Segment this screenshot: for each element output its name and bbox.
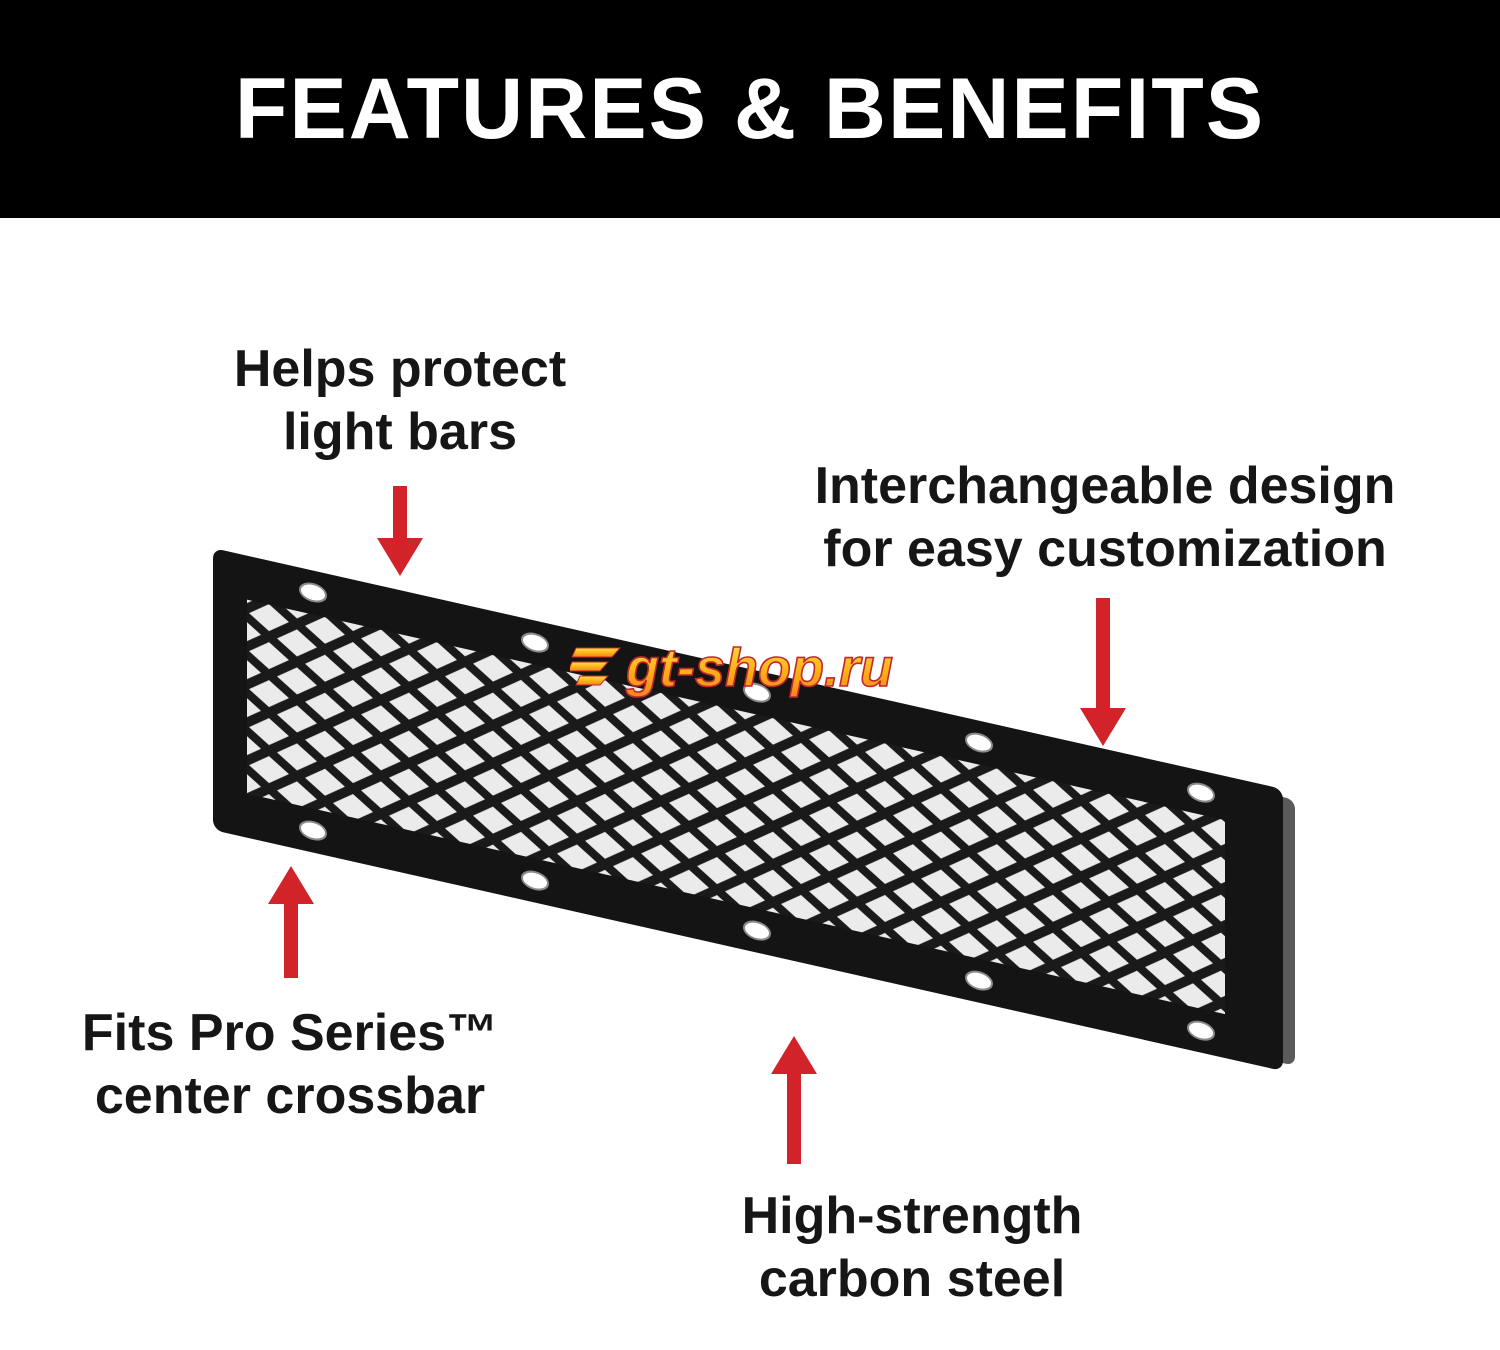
speed-lines-icon <box>570 647 622 686</box>
panel-mesh <box>247 599 1225 1015</box>
callout-line: Interchangeable design <box>814 457 1396 515</box>
callout-line: Fits Pro Series™ <box>81 1004 499 1062</box>
arrow-up-icon <box>771 1036 817 1164</box>
callout-line: carbon steel <box>758 1250 1066 1309</box>
page-title: FEATURES & BENEFITS <box>234 60 1266 157</box>
callout-line: for easy customization <box>823 520 1387 579</box>
callout-line: center crossbar <box>94 1067 486 1126</box>
watermark-text: gt-shop.ru <box>625 638 893 698</box>
callout-fits-pro-series: Fits Pro Series™ center crossbar <box>50 1002 530 1129</box>
arrow-down-icon <box>377 486 423 576</box>
mounting-hole <box>1187 1020 1215 1041</box>
callout-helps-protect: Helps protect light bars <box>170 338 630 465</box>
arrow-down-icon <box>1080 598 1126 746</box>
mounting-hole <box>1187 782 1215 803</box>
mounting-hole <box>743 682 771 703</box>
arrow-up-icon <box>268 866 314 978</box>
mounting-hole <box>299 582 327 603</box>
callout-interchangeable: Interchangeable design for easy customiz… <box>765 455 1445 582</box>
header-banner: FEATURES & BENEFITS <box>0 0 1500 218</box>
mounting-hole <box>521 870 549 891</box>
mounting-hole <box>743 920 771 941</box>
mounting-hole <box>299 820 327 841</box>
callout-line: High-strength <box>741 1187 1083 1245</box>
product-stage: gt-shop.ru Helps protect light bars Inte… <box>0 218 1500 1350</box>
callout-line: Helps protect <box>233 340 567 398</box>
mounting-hole <box>521 632 549 653</box>
mounting-hole <box>965 732 993 753</box>
callout-line: light bars <box>282 403 518 462</box>
watermark: gt-shop.ru <box>570 637 894 699</box>
mounting-hole <box>965 970 993 991</box>
callout-carbon-steel: High-strength carbon steel <box>682 1185 1142 1312</box>
